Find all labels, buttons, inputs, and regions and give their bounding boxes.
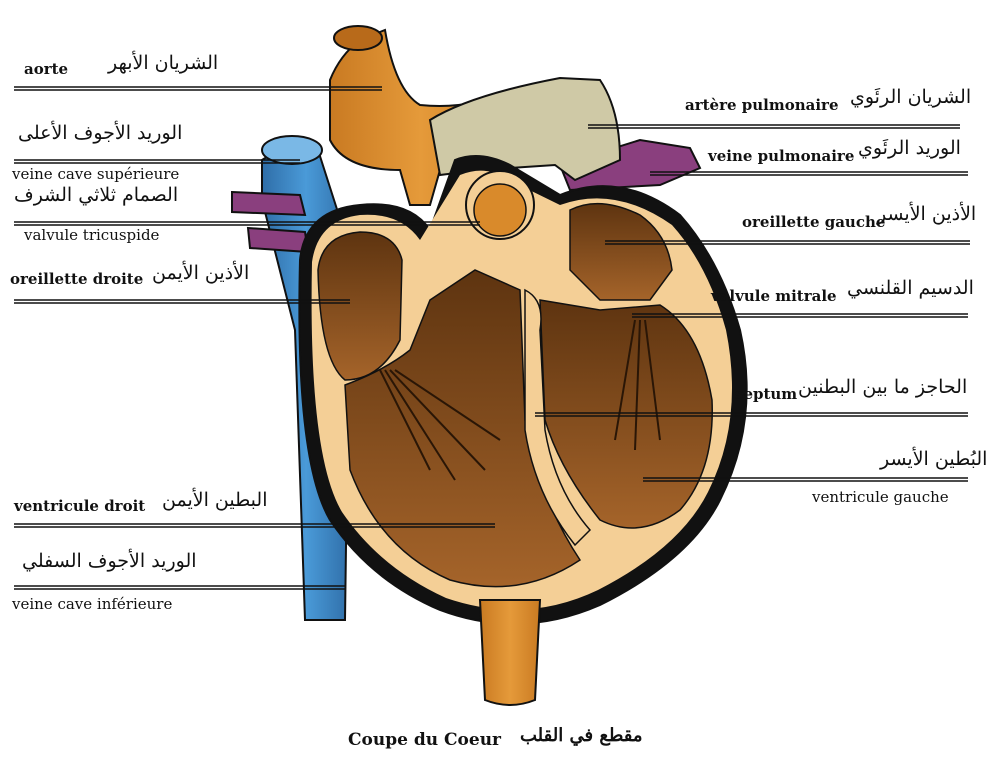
aorta-opening (334, 26, 382, 50)
label-ventricule-droit-ar: البطين الأيمن (162, 489, 267, 511)
label-valvule-tricuspide-ar: الصمام ثلاثي الشرف (14, 184, 178, 206)
label-veine-cave-inf-fr: veine cave inférieure (12, 595, 172, 613)
label-aorte-fr: aorte (24, 60, 68, 78)
label-valvule-tricuspide-fr: valvule tricuspide (24, 226, 159, 244)
pulmonary-vein-left-lower (248, 228, 308, 252)
label-oreillette-gauche-ar: الأذين الأيسر (877, 203, 976, 225)
label-veine-cave-sup-ar: الوريد الأجوف الأعلى (18, 122, 182, 144)
inferior-vessel (480, 600, 540, 705)
label-veine-pulmonaire-ar: الوريد الرئَوي (858, 137, 961, 159)
caption-ar: مقطع في القلب (520, 725, 642, 746)
pulmonary-vein-left-upper (232, 192, 305, 215)
label-veine-cave-sup-fr: veine cave supérieure (12, 165, 179, 183)
label-aorte-ar: الشريان الأبهر (108, 52, 218, 74)
label-valvule-mitrale-fr: valvule mitrale (711, 287, 837, 305)
label-oreillette-gauche-fr: oreillette gauche (742, 213, 885, 231)
label-valvule-mitrale-ar: الدسيم القلنسي (847, 277, 974, 299)
label-septum-ar: الحاجز ما بين البطنين (798, 376, 967, 398)
label-artere-pulmonaire-fr: artère pulmonaire (685, 96, 839, 114)
label-artere-pulmonaire-ar: الشريان الرئَوي (850, 86, 971, 108)
label-oreillette-droite-ar: الأذين الأيمن (152, 262, 249, 284)
valve-core (474, 184, 526, 236)
label-ventricule-droit-fr: ventricule droit (14, 497, 145, 515)
label-oreillette-droite-fr: oreillette droite (10, 270, 143, 288)
label-ventricule-gauche-fr: ventricule gauche (812, 488, 949, 506)
label-septum-fr: septum (735, 385, 797, 403)
label-veine-pulmonaire-fr: veine pulmonaire (708, 147, 854, 165)
label-ventricule-gauche-ar: البُطين الأيسر (880, 448, 987, 470)
caption-fr: Coupe du Coeur (348, 730, 501, 750)
label-veine-cave-inf-ar: الوريد الأجوف السفلي (22, 550, 197, 572)
right-atrium-chamber (318, 232, 402, 380)
